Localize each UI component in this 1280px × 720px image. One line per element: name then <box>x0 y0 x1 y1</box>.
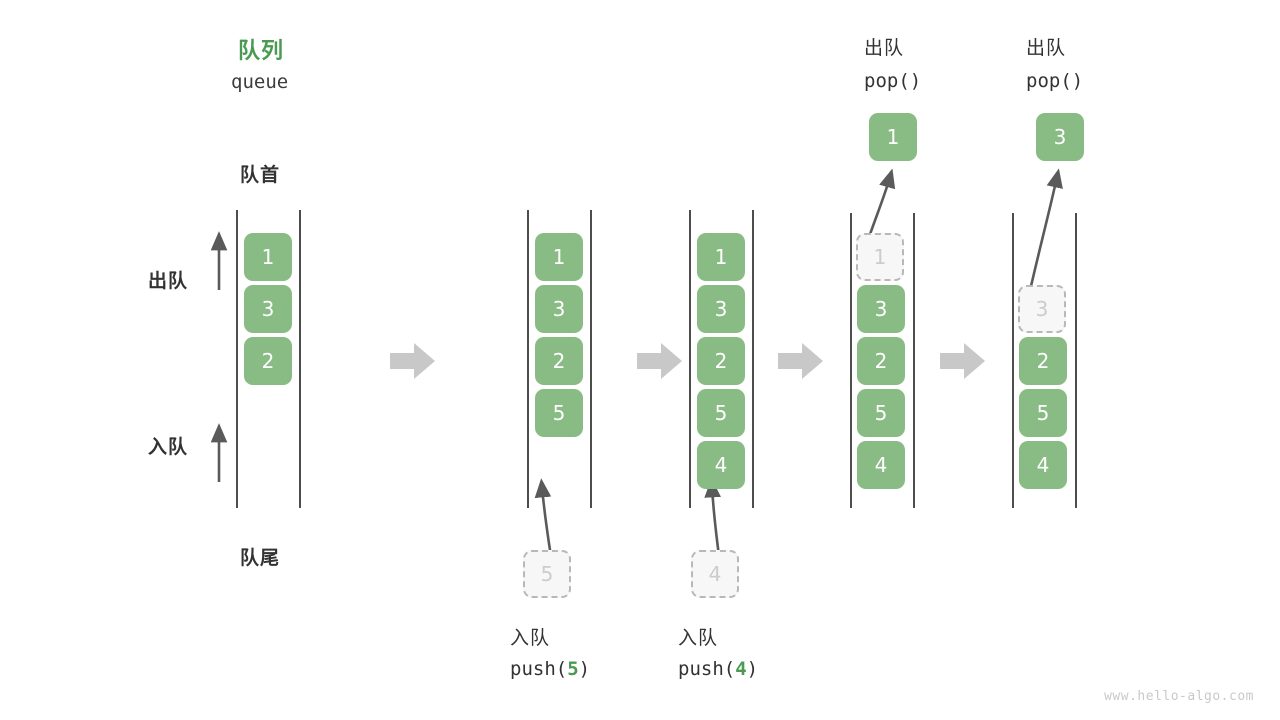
step-arrow <box>390 343 435 379</box>
enqueue-label: 入队 <box>148 437 189 458</box>
push-label-cn-a: 入队 <box>510 628 551 649</box>
queue-cell: 3 <box>697 285 745 333</box>
push-code-arg: 4 <box>735 658 747 680</box>
rail-right-col5 <box>1075 213 1077 508</box>
queue-cell: 4 <box>1019 441 1067 489</box>
popped-cell: 1 <box>869 113 917 161</box>
pop-label-code-b: pop() <box>1026 70 1084 92</box>
queue-cell: 2 <box>535 337 583 385</box>
push-code-suffix: ) <box>746 658 759 680</box>
queue-cell-removed: 3 <box>1018 285 1066 333</box>
push-code-arg: 5 <box>567 658 579 680</box>
push-code-suffix: ) <box>578 658 591 680</box>
queue-cell: 1 <box>697 233 745 281</box>
queue-cell: 2 <box>244 337 292 385</box>
pop-label-cn-b: 出队 <box>1026 38 1067 59</box>
queue-cell: 4 <box>857 441 905 489</box>
queue-cell: 3 <box>535 285 583 333</box>
queue-cell: 2 <box>697 337 745 385</box>
rail-right-col2 <box>590 210 592 508</box>
rail-right-col4 <box>913 213 915 508</box>
queue-cell: 3 <box>244 285 292 333</box>
rail-left-col4 <box>850 213 852 508</box>
step-arrow <box>637 343 682 379</box>
popped-cell: 3 <box>1036 113 1084 161</box>
rail-left-col2 <box>527 210 529 508</box>
rail-right-col3 <box>752 210 754 508</box>
rear-label: 队尾 <box>240 548 281 569</box>
incoming-ghost-cell: 5 <box>523 550 571 598</box>
front-label: 队首 <box>240 165 281 186</box>
queue-cell: 5 <box>697 389 745 437</box>
rail-left-col5 <box>1012 213 1014 508</box>
push-label-cn-b: 入队 <box>678 628 719 649</box>
dequeue-label: 出队 <box>148 271 189 292</box>
push-code-prefix: push( <box>678 658 736 680</box>
queue-cell: 2 <box>857 337 905 385</box>
queue-cell: 5 <box>857 389 905 437</box>
pop-label-cn-a: 出队 <box>864 38 905 59</box>
pop-label-code-a: pop() <box>864 70 922 92</box>
push-label-code-b: push(4) <box>678 658 758 680</box>
queue-cell: 2 <box>1019 337 1067 385</box>
step-arrow <box>778 343 823 379</box>
push-code-prefix: push( <box>510 658 568 680</box>
rail-left-col1 <box>236 210 238 508</box>
incoming-ghost-cell: 4 <box>691 550 739 598</box>
queue-cell: 3 <box>857 285 905 333</box>
watermark: www.hello-algo.com <box>1104 689 1254 704</box>
queue-cell-removed: 1 <box>856 233 904 281</box>
queue-cell: 1 <box>535 233 583 281</box>
queue-cell: 5 <box>1019 389 1067 437</box>
queue-title-cn: 队列 <box>238 38 285 63</box>
rail-left-col3 <box>689 210 691 508</box>
queue-cell: 1 <box>244 233 292 281</box>
queue-title-en: queue <box>231 71 289 93</box>
queue-cell: 5 <box>535 389 583 437</box>
rail-right-col1 <box>299 210 301 508</box>
push-label-code-a: push(5) <box>510 658 590 680</box>
step-arrow <box>940 343 985 379</box>
queue-cell: 4 <box>697 441 745 489</box>
